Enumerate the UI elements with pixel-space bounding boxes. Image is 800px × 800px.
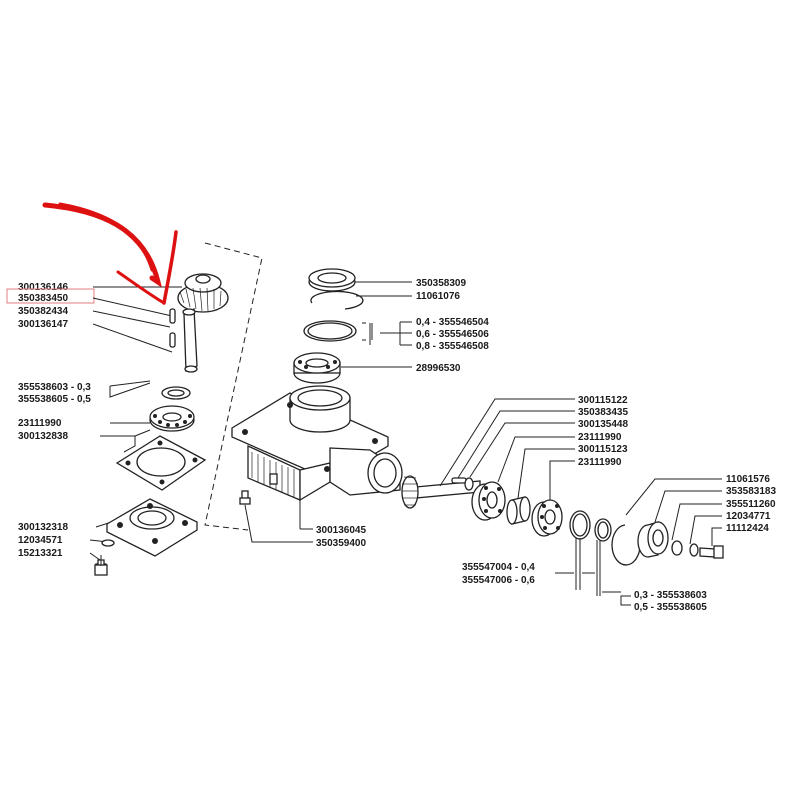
circlip-top	[310, 290, 364, 310]
label-shim-0-5-left: 355538605 - 0,5	[18, 394, 91, 405]
dashed-assembly-boundary	[204, 242, 263, 531]
oil-seal-top	[308, 268, 356, 292]
label-shim-0-6-center: 0,6 - 355546506	[416, 329, 489, 340]
gasket-left	[115, 435, 207, 491]
label-shim-0-4-center: 0,4 - 355546504	[416, 317, 489, 328]
label-part-350383450: 350383450	[18, 293, 68, 304]
label-shim-0-4-right: 355547004 - 0,4	[462, 562, 535, 573]
shim-ring-right-2	[594, 518, 612, 542]
label-shim-0-6-right: 355547006 - 0,6	[462, 575, 535, 586]
washer-right	[671, 540, 683, 556]
label-part-350358309: 350358309	[416, 278, 466, 289]
circlip-right	[611, 524, 641, 566]
bearing-top	[293, 352, 341, 384]
shim-ring-top	[303, 320, 357, 342]
right-leader-lines	[439, 398, 722, 606]
label-part-300135448: 300135448	[578, 419, 628, 430]
key-pin-upper	[169, 308, 176, 324]
label-shim-0-8-center: 0,8 - 355546508	[416, 341, 489, 352]
label-part-300132838: 300132838	[18, 431, 68, 442]
bearing-right-1	[471, 481, 506, 521]
center-leader-lines	[341, 281, 412, 368]
spring-washer-right	[689, 543, 699, 557]
label-part-11061076: 11061076	[416, 291, 460, 302]
label-part-11061576: 11061576	[726, 474, 770, 485]
gearbox-housing	[231, 385, 403, 502]
bearing-right-2	[531, 499, 563, 537]
label-part-350359400: 350359400	[316, 538, 366, 549]
label-part-15213321: 15213321	[18, 548, 63, 559]
label-part-353583183: 353583183	[726, 486, 776, 497]
label-part-300136147: 300136147	[18, 319, 68, 330]
shim-ring-right-1	[569, 510, 591, 540]
label-part-23111990-left: 23111990	[18, 418, 62, 429]
bolt-left	[94, 555, 108, 576]
flange-cover-left	[106, 498, 198, 557]
label-part-355511260: 355511260	[726, 499, 776, 510]
oil-seal-right	[637, 521, 669, 558]
label-part-300136045: 300136045	[316, 525, 366, 536]
bevel-gear-left	[177, 273, 229, 313]
spring-washer-left	[101, 539, 115, 547]
label-part-300136146: 300136146	[18, 282, 68, 293]
bolt-right	[699, 545, 724, 559]
label-shim-0-5-right: 0,5 - 355538605	[634, 602, 707, 613]
label-part-11112424: 11112424	[726, 523, 769, 534]
shim-washer-left	[161, 386, 191, 400]
label-part-23111990-right-1: 23111990	[578, 432, 622, 443]
bearing-left	[149, 405, 195, 432]
housing-leader-lines	[244, 500, 313, 543]
label-part-300115122: 300115122	[578, 395, 628, 406]
label-part-350382434: 350382434	[18, 306, 68, 317]
pinion-shaft-left	[182, 307, 198, 373]
spacer-ring-small	[464, 477, 474, 491]
label-shim-0-3-right: 0,3 - 355538603	[634, 590, 707, 601]
key-pin-right	[451, 477, 467, 484]
spacer-sleeve-right	[506, 496, 531, 525]
label-part-300132318: 300132318	[18, 522, 68, 533]
label-part-28996530: 28996530	[416, 363, 461, 374]
key-pin-lower	[169, 332, 176, 348]
breather-plug	[239, 490, 251, 505]
label-part-12034771: 12034771	[726, 511, 771, 522]
label-part-23111990-right-2: 23111990	[578, 457, 622, 468]
label-part-350383435: 350383435	[578, 407, 628, 418]
pinion-shaft-right	[401, 475, 481, 509]
label-shim-0-3-left: 355538603 - 0,3	[18, 382, 91, 393]
red-pointer-arrow	[42, 202, 178, 305]
label-part-12034571: 12034571	[18, 535, 63, 546]
label-highlight-box	[6, 288, 95, 304]
label-part-300115123: 300115123	[578, 444, 628, 455]
